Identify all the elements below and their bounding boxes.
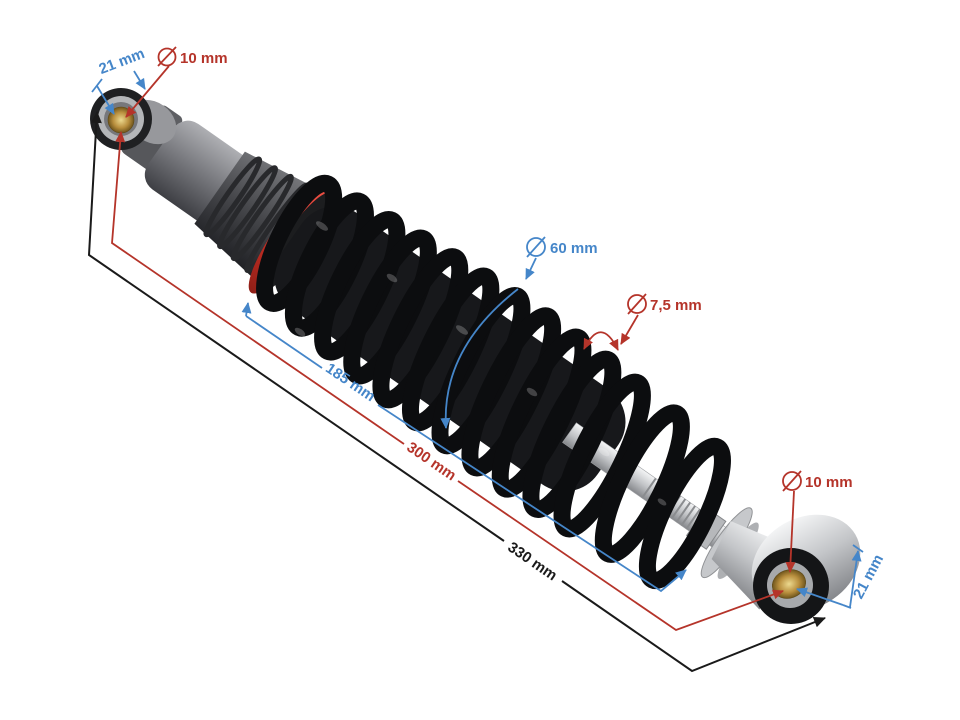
diameter-icon — [627, 293, 647, 315]
dim-top-eyelet-width-label: 21 mm — [97, 45, 147, 78]
shock-absorber-photo — [90, 88, 861, 624]
diameter-icon — [157, 46, 177, 67]
dim-spring-outer-diameter-label: 60 mm — [550, 240, 598, 257]
diameter-icon — [526, 236, 546, 258]
dim-spring-wire-diameter-label: 7,5 mm — [650, 297, 702, 314]
dim-spring-wire-diameter: 7,5 mm — [583, 293, 702, 351]
dim-bottom-eyelet-diameter: 10 mm — [782, 470, 853, 573]
dim-top-eyelet-diameter: 10 mm — [125, 46, 228, 118]
diameter-icon — [782, 470, 802, 492]
dim-spring-outer-diameter: 60 mm — [440, 236, 598, 429]
dim-bottom-eyelet-diameter-label: 10 mm — [805, 474, 853, 491]
dim-top-eyelet-diameter-label: 10 mm — [180, 50, 228, 67]
spring-glints — [294, 221, 667, 506]
spring-interior-shadow — [274, 206, 626, 492]
